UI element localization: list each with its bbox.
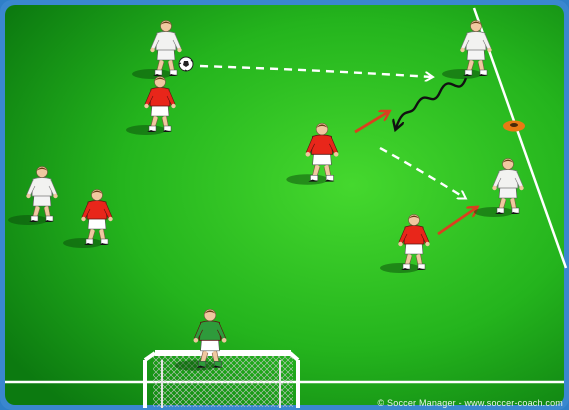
goal-net — [145, 350, 298, 408]
copyright-text: © Soccer Manager - www.soccer-coach.com — [378, 398, 564, 408]
ball-icon[interactable] — [179, 57, 193, 71]
cone-icon — [503, 121, 525, 132]
